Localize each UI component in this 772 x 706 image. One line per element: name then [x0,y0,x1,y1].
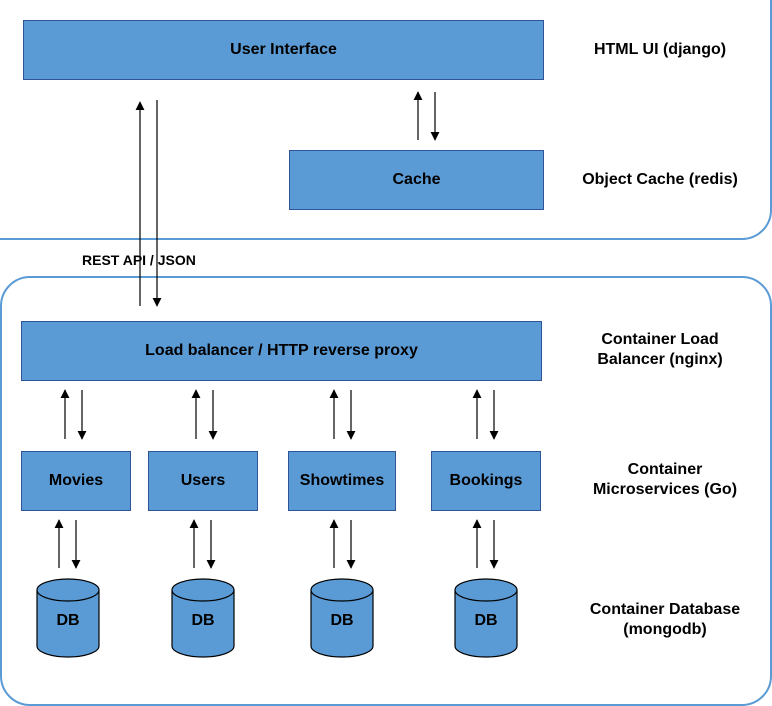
db-tier-label-line1: Container Database [589,601,741,618]
lb-tier-label-line1: Container Load [601,331,719,348]
services-tier-label-line2: Microservices (Go) [592,481,738,498]
db-label: DB [191,612,215,629]
cache-box: Cache [289,150,544,210]
movies-db: DB [36,578,100,658]
services-tier-label-line1: Container [627,461,703,478]
database-cylinder-icon [454,578,518,658]
client-tier-frame [0,0,772,240]
showtimes-service-box: Showtimes [288,451,396,511]
db-tier-label: Container Database (mongodb) [565,600,765,640]
rest-api-label: REST API / JSON [82,252,196,268]
db-tier-label-line2: (mongodb) [623,621,707,638]
users-db: DB [171,578,235,658]
bookings-service-box: Bookings [431,451,541,511]
database-cylinder-icon [310,578,374,658]
users-service-box: Users [148,451,258,511]
bookings-db: DB [454,578,518,658]
lb-tier-label-line2: Balancer (nginx) [597,351,723,368]
connector-arrows [54,91,499,569]
user-interface-box: User Interface [23,20,544,80]
db-label: DB [56,612,80,629]
showtimes-db: DB [310,578,374,658]
load-balancer-box: Load balancer / HTTP reverse proxy [21,321,542,381]
lb-tier-label: Container Load Balancer (nginx) [565,330,755,370]
cache-tier-label: Object Cache (redis) [582,171,738,188]
database-cylinder-icon [171,578,235,658]
database-cylinder-icon [36,578,100,658]
services-tier-label: Container Microservices (Go) [565,460,765,500]
db-label: DB [330,612,354,629]
ui-tier-label: HTML UI (django) [593,41,727,58]
db-label: DB [474,612,498,629]
movies-service-box: Movies [21,451,131,511]
